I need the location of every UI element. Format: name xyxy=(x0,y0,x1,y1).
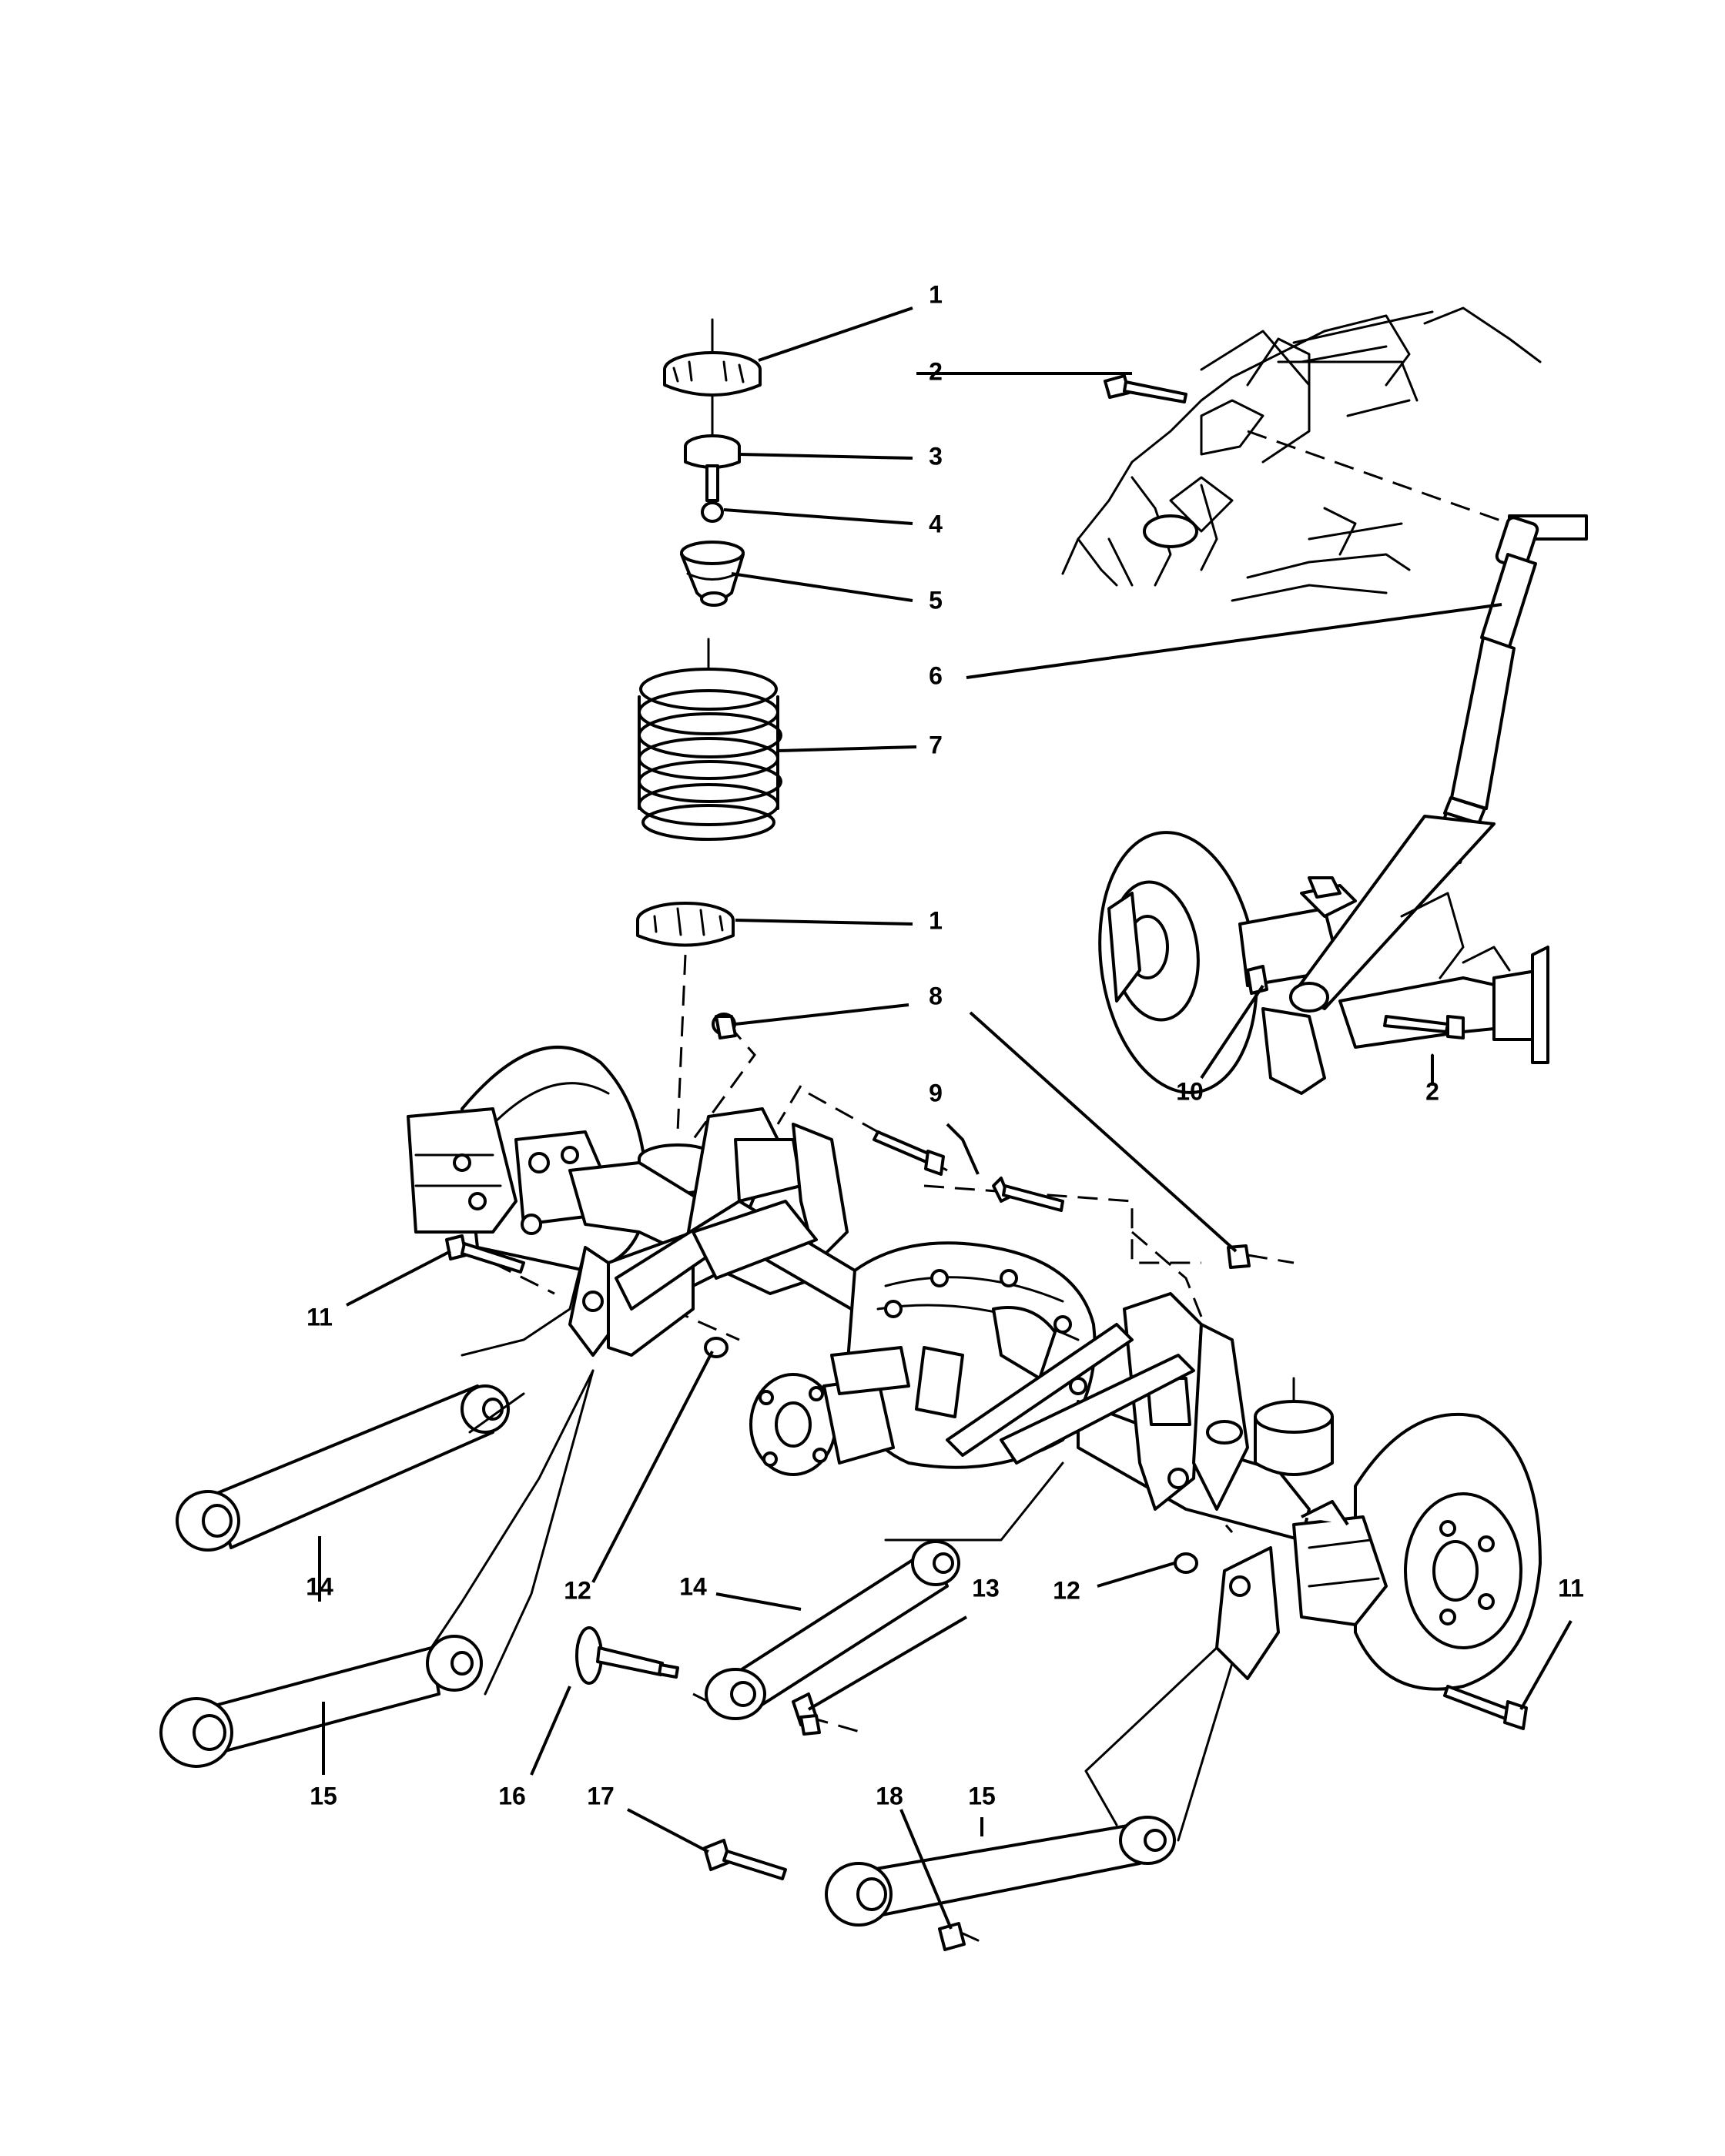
bolt-11-left xyxy=(445,1234,525,1274)
leader-lines xyxy=(318,306,1573,1930)
upper-spring-isolator xyxy=(663,351,762,397)
right-caliper xyxy=(1292,1515,1388,1626)
track-bar-right xyxy=(1000,1354,1195,1465)
nut-12-right xyxy=(1174,1552,1198,1574)
callout-14-right: 14 xyxy=(679,1572,707,1600)
callout-9: 9 xyxy=(929,1079,943,1106)
callout-10: 10 xyxy=(1176,1077,1204,1105)
lower-control-arm-left xyxy=(159,1635,483,1768)
differential-housing xyxy=(749,1241,1097,1476)
jounce-bumper-cup xyxy=(684,434,741,469)
bolt-2-upper xyxy=(1104,374,1187,403)
callout-7: 7 xyxy=(929,731,943,758)
callout-8: 8 xyxy=(929,982,943,1009)
callout-11-left: 11 xyxy=(306,1303,333,1331)
callout-11-right: 11 xyxy=(1558,1574,1584,1602)
shock-upper-mount-hole xyxy=(1143,514,1198,548)
bolt-11-right xyxy=(1443,1685,1528,1730)
bolt-9-short xyxy=(873,1130,945,1176)
callout-15-left: 15 xyxy=(310,1782,337,1810)
callout-2-lower-bolt: 2 xyxy=(1425,1077,1439,1105)
callout-13: 13 xyxy=(972,1574,1000,1602)
callout-1-lower-isolator: 1 xyxy=(929,906,943,934)
arm-mounting-guides xyxy=(430,1246,1234,1842)
bolt-17 xyxy=(703,1839,787,1880)
callout-1-upper-isolator: 1 xyxy=(929,280,943,308)
callout-3: 3 xyxy=(929,442,943,470)
callout-16: 16 xyxy=(498,1782,526,1810)
lower-spring-isolator xyxy=(636,902,735,947)
inset-bolt-10 xyxy=(1246,965,1268,995)
jounce-bumper xyxy=(680,541,745,607)
shock-lower-bracket xyxy=(1292,815,1496,1010)
cam-bolt-16 xyxy=(575,1626,679,1685)
nut-12-left xyxy=(704,1337,729,1358)
callout-18: 18 xyxy=(876,1782,903,1810)
bolt-9-long xyxy=(992,1177,1064,1212)
nut-8-right xyxy=(1227,1244,1251,1269)
callout-labels: 1 2 3 4 5 6 7 1 8 9 10 2 11 14 12 14 13 … xyxy=(306,280,1584,1810)
upper-control-arm-right xyxy=(705,1540,960,1720)
right-lower-bracket xyxy=(1215,1546,1280,1680)
spring-stack xyxy=(636,318,782,947)
callout-12-right: 12 xyxy=(1053,1576,1080,1604)
nut-8-left xyxy=(712,1013,737,1040)
inset-axle-brake xyxy=(1098,815,1549,1095)
shock-absorber xyxy=(1431,516,1539,864)
callout-14-left: 14 xyxy=(306,1572,333,1600)
callout-17: 17 xyxy=(587,1782,615,1810)
callout-5: 5 xyxy=(929,586,943,614)
rear-axle-assembly xyxy=(407,1046,1542,1691)
callout-4: 4 xyxy=(929,510,943,537)
fasteners xyxy=(445,1013,1528,1951)
bumper-bolt xyxy=(701,464,724,523)
callout-15-right: 15 xyxy=(968,1782,996,1810)
upper-control-arm-left xyxy=(176,1384,510,1552)
nut-13 xyxy=(792,1692,821,1736)
coil-spring xyxy=(638,668,782,841)
inset-caliper xyxy=(1107,892,1141,1003)
nut-18 xyxy=(938,1922,980,1951)
frame-rail-inset xyxy=(1061,306,1588,602)
callout-12-left: 12 xyxy=(564,1576,591,1604)
lower-control-arm-right xyxy=(825,1816,1176,1927)
callout-6: 6 xyxy=(929,661,943,689)
callout-2-upper-bolt: 2 xyxy=(929,357,943,385)
